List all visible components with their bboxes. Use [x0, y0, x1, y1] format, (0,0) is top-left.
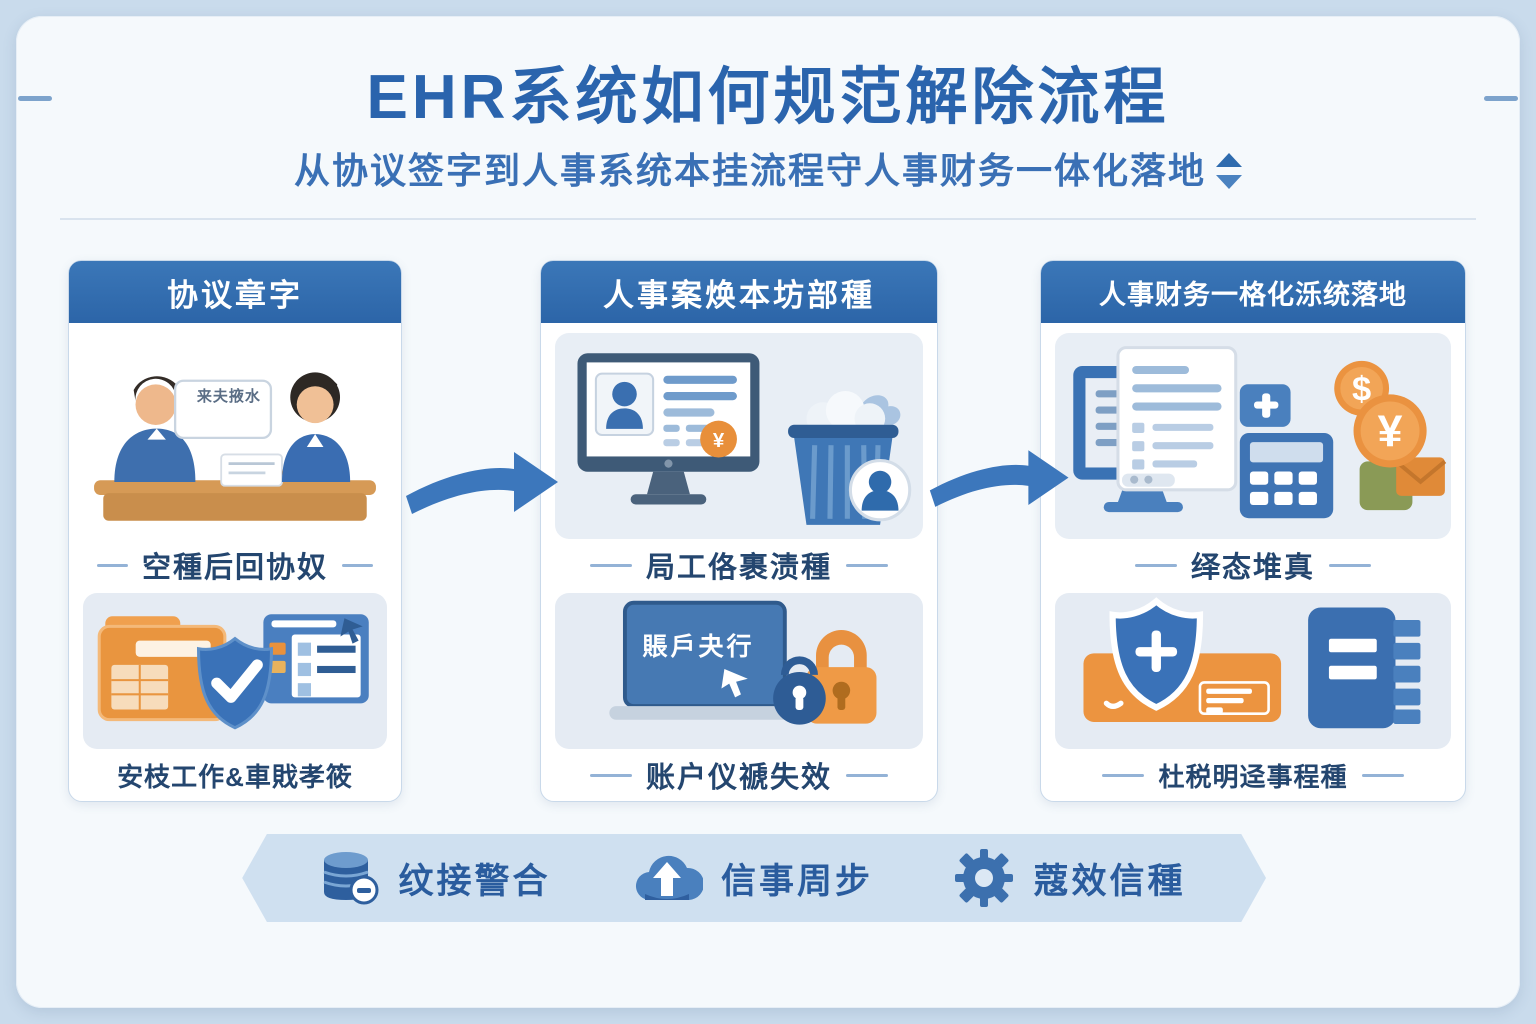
panel2-header: 人事案焕本坊部種: [541, 261, 937, 323]
trash-bin-icon: [788, 391, 912, 525]
document-icon: [1116, 346, 1238, 492]
svg-text:¥: ¥: [1378, 407, 1403, 456]
laptop-icon: [609, 600, 801, 720]
gear-icon: [955, 849, 1014, 907]
ribbon-label: 信事周步: [720, 861, 873, 901]
panel3-caption-bottom: 杜税明迳事程種: [1055, 749, 1451, 801]
cloud-upload-icon: [635, 855, 703, 901]
title-dash-left-icon: [18, 96, 52, 101]
monitor-icon: ¥: [577, 353, 760, 505]
panel1-header: 协议章字: [69, 261, 401, 323]
profile-delete-illustration: ¥: [555, 333, 923, 539]
panel1-caption-bottom: 安枝工作&車戝孝筱: [117, 761, 353, 792]
page-subtitle: 从协议签字到人事系统本挂流程守人事财务一体化落地: [293, 150, 1206, 191]
insurance-archive-illustration: [1055, 593, 1451, 749]
page-title: EHR系统如何规范解除流程: [366, 63, 1170, 132]
ribbon-item-info-sync: 信事周步: [631, 848, 873, 908]
panel3-caption-top: 绎态堆真: [1055, 539, 1451, 591]
account-lock-illustration: 賬戶夬行: [555, 593, 923, 749]
people-signing-illustration: 来夫掖水: [83, 333, 387, 539]
binder-icon: [1308, 607, 1421, 729]
panel1-caption-top: 空種后回协奴: [83, 539, 387, 591]
ribbon-item-data-integration: 纹接警合: [316, 846, 550, 910]
svg-text:$: $: [1352, 370, 1371, 408]
shield-plus-icon: [1109, 597, 1204, 711]
padlock-icon: [806, 630, 877, 724]
infographic-card: EHR系统如何规范解除流程 从协议签字到人事系统本挂流程守人事财务一体化落地 协…: [16, 16, 1520, 1008]
panel-hr-finance-integration: 人事财务一格化泺统落地: [1040, 260, 1466, 802]
yuan-coin-icon: ¥: [1353, 394, 1427, 468]
sort-arrows-icon: [1216, 153, 1242, 189]
page-subtitle-row: 从协议签字到人事系统本挂流程守人事财务一体化落地: [16, 142, 1520, 194]
header-divider: [60, 218, 1476, 220]
panel3-header: 人事财务一格化泺统落地: [1041, 261, 1465, 323]
folder-icon: [97, 616, 227, 722]
database-minus-icon: [323, 852, 379, 905]
ribbon-label: 纹接警合: [398, 861, 551, 901]
finance-tools-illustration: $ ¥: [1055, 333, 1451, 539]
envelope-icon: [1394, 457, 1447, 496]
laptop-screen-text: 賬戶夬行: [642, 633, 755, 662]
panel-agreement-signing: 协议章字: [68, 260, 402, 802]
panel-hr-system-processing: 人事案焕本坊部種: [540, 260, 938, 802]
title-dash-right-icon: [1484, 96, 1518, 101]
handover-illustration: [83, 593, 387, 749]
shield-check-icon: [196, 636, 274, 730]
ribbon-item-efficiency: 蔻效信種: [953, 847, 1185, 909]
flow-arrow-icon: [929, 450, 1069, 507]
lock-circle-icon: [773, 656, 826, 725]
badge-glyph: ¥: [713, 429, 725, 452]
ribbon-label: 蔻效信種: [1033, 861, 1186, 901]
sign-text: 来夫掖水: [196, 387, 261, 405]
flow-arrow-icon: [406, 452, 558, 514]
panel2-caption-top: 局工佫裹渍種: [555, 539, 923, 591]
plus-button-icon: [1239, 384, 1291, 427]
feature-ribbon: 纹接警合 信事周步: [242, 834, 1266, 922]
calculator-icon: [1239, 432, 1334, 519]
panel2-caption-bottom: 账户仪禠失效: [555, 749, 923, 801]
checklist-window-icon: [263, 614, 369, 704]
